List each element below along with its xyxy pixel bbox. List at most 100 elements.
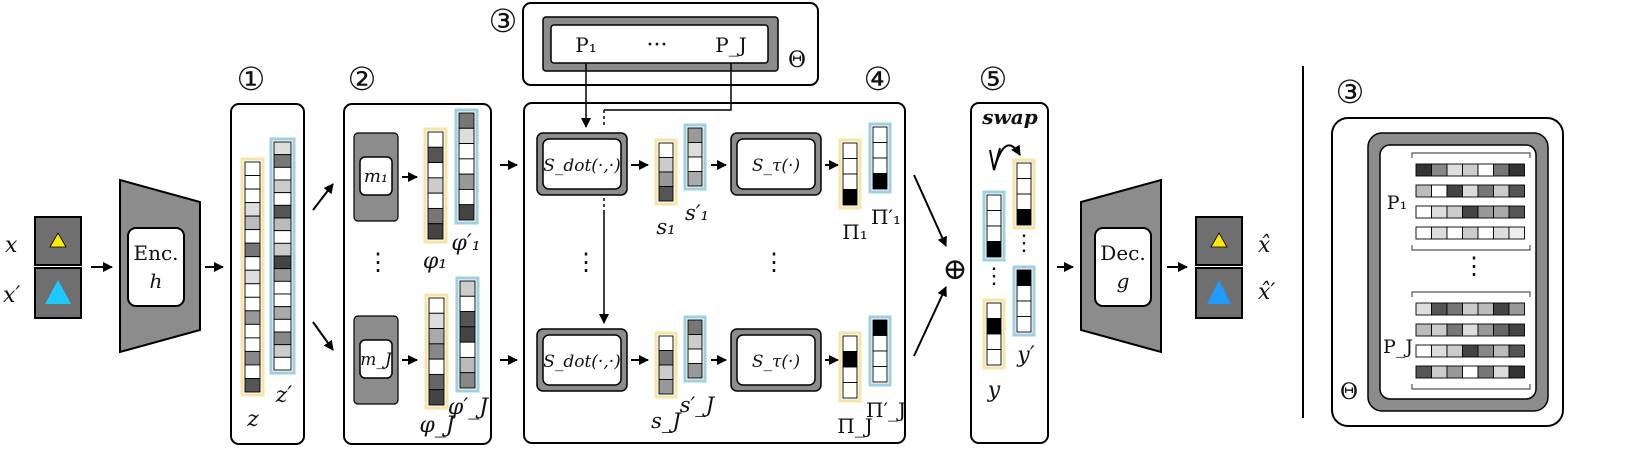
projection-phi1: [423, 127, 448, 244]
prototype-cell: [1462, 163, 1479, 177]
vector-cell: [1016, 300, 1032, 317]
vector-cell: [1016, 193, 1032, 210]
vector-cell: [244, 350, 261, 366]
vector-cell: [658, 157, 674, 173]
prototype-cell: [1431, 344, 1448, 358]
prototype-cell: [1446, 344, 1463, 358]
prototype-cell: [1477, 226, 1494, 240]
vector-cell: [273, 318, 292, 333]
prototype-cell: [1415, 184, 1432, 198]
label-y: y: [987, 378, 1001, 403]
vector-cell: [244, 378, 261, 393]
vector-cell: [687, 127, 703, 143]
vector-cell: [459, 295, 476, 313]
vector-cell: [842, 142, 858, 159]
vector-cell: [244, 215, 261, 231]
vector-cell: [459, 341, 476, 358]
vector-cell: [244, 256, 261, 271]
prototype-cell: [1462, 344, 1479, 358]
prototype-cell: [1477, 302, 1494, 316]
prototype-cell: [1431, 323, 1448, 337]
yellow-triangle-icon: [49, 232, 67, 248]
swap-vector-yellow-bottom: [982, 298, 1006, 370]
vector-cell: [273, 192, 292, 206]
prototype-cell: [1431, 226, 1448, 240]
step-4-marker: ④: [864, 60, 893, 98]
vector-cell: [658, 379, 674, 395]
vector-cell: [1016, 316, 1032, 333]
vector-cell: [687, 334, 703, 350]
vector-cell: [273, 141, 292, 156]
label-z: z: [246, 407, 259, 432]
mask-m1-label: m₁: [364, 166, 388, 187]
vector-cell: [427, 162, 444, 179]
prototype-cell: [1493, 302, 1510, 316]
vector-cell: [658, 335, 674, 351]
prototype-cell: [1493, 163, 1510, 177]
vertical-dots: ⋮: [366, 248, 390, 276]
prototype-cell: [1462, 323, 1479, 337]
vector-cell: [428, 312, 445, 330]
input-image-x-prime: [34, 267, 82, 319]
vector-cell: [244, 310, 261, 325]
label-x-hat-prime: x̂′: [1258, 280, 1275, 305]
mask-m1: m₁: [353, 132, 399, 222]
prototype-cell: [1508, 163, 1525, 177]
vector-cell: [1016, 285, 1032, 302]
prototype-cell: [1477, 344, 1494, 358]
vector-cell: [244, 161, 261, 176]
stau-op-top: S_τ(·): [730, 132, 822, 196]
vector-cell: [986, 349, 1002, 366]
encoder-label: Enc.: [133, 241, 178, 265]
vector-cell: [842, 382, 858, 399]
prototype-cell: [1477, 184, 1494, 198]
vector-cell: [244, 323, 261, 339]
prototype-cell: [1477, 365, 1494, 379]
label-x-prime: x′: [3, 283, 20, 308]
output-image-x-hat-prime: [1195, 267, 1243, 319]
theta-label-top: Θ: [788, 48, 806, 73]
label-piJ-prime: Π′_J: [866, 398, 906, 422]
vector-cell: [428, 328, 445, 345]
sdot-op-top-label: S_dot(·,·): [543, 156, 621, 176]
prototype-cell: [1415, 226, 1432, 240]
vector-cell: [872, 157, 888, 174]
prototype-cell: [1462, 365, 1479, 379]
assignment-piJ-prime: [868, 315, 892, 387]
prototype-cell: [1415, 163, 1432, 177]
vector-cell: [273, 166, 292, 181]
vertical-dots-5a: ⋮: [983, 264, 1005, 289]
vector-cell: [427, 223, 444, 240]
vector-cell: [1016, 178, 1032, 195]
swap-label: swap: [981, 105, 1037, 129]
score-sJ-prime: [683, 315, 707, 383]
vector-cell: [273, 255, 292, 270]
vector-cell: [986, 302, 1002, 319]
vector-cell: [273, 344, 292, 358]
vector-cell: [658, 350, 674, 366]
step-3-marker-right: ③: [1336, 73, 1365, 111]
projection-phi1-prime: [454, 108, 479, 225]
vector-cell: [273, 242, 292, 257]
vector-cell: [459, 356, 476, 374]
prototype-cell: [1493, 184, 1510, 198]
vector-cell: [427, 192, 444, 209]
prototype-cell: [1508, 344, 1525, 358]
vector-cell: [428, 297, 445, 314]
prototype-cell: [1446, 365, 1463, 379]
vector-cell: [458, 112, 475, 129]
prototype-cell: [1508, 302, 1525, 316]
vector-cell: [428, 343, 445, 360]
step-1-marker: ①: [237, 60, 266, 98]
prototype-cell: [1493, 226, 1510, 240]
vertical-dots-5b: ⋮: [1013, 231, 1035, 256]
prototype-detail-pJ: P_J: [1383, 336, 1413, 358]
theta-label-right: Θ: [1340, 380, 1358, 405]
blue-triangle-icon: [45, 280, 71, 304]
label-phiJ-prime: φ′_J: [448, 395, 489, 420]
vector-cell: [428, 373, 445, 391]
vector-cell: [273, 230, 292, 244]
vector-cell: [428, 389, 445, 406]
prototype-cell: [1415, 344, 1432, 358]
prototype-dots: ···: [647, 33, 668, 58]
